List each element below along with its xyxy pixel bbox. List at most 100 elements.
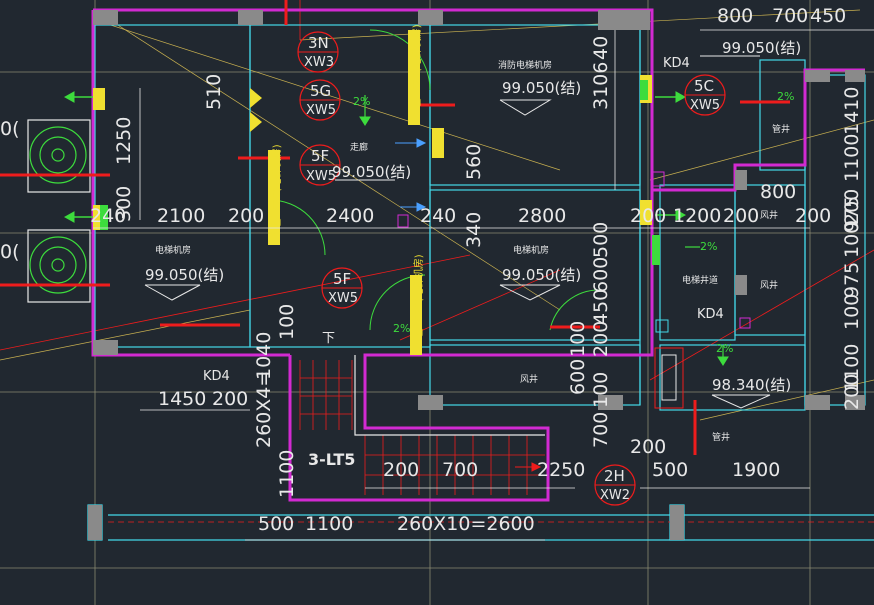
top-dim-450: 450: [810, 5, 846, 27]
vdim-100-b: 100: [590, 372, 612, 408]
hdim-200-c: 200: [723, 205, 759, 227]
vdim-560: 560: [463, 144, 485, 180]
airflow-arrows: [63, 91, 729, 366]
vdim-100-c: 100: [276, 304, 298, 340]
top-dim-800: 800: [717, 5, 753, 27]
tag-5f-top: 5F: [311, 147, 329, 165]
hdim-2800: 2800: [518, 205, 566, 227]
tag-5f-bottom: XW5: [306, 169, 336, 184]
tag-5f2-bottom: XW5: [328, 291, 358, 306]
door-label-3: FM乙1020(电梯机房): [412, 254, 425, 352]
vdim-200-a: 200: [590, 321, 612, 357]
hdim-800: 800: [760, 181, 796, 203]
shaft-right-1: 风井: [760, 209, 778, 221]
hdim-1900: 1900: [732, 459, 780, 481]
hdim-1200: 1200: [673, 205, 721, 227]
red-diagonals: [0, 0, 874, 381]
room-elevator-right-name: 电梯机房: [513, 244, 549, 256]
vdim-975-b: 975: [841, 262, 863, 298]
tag-5c-bottom: XW5: [690, 98, 720, 113]
kd4-right: KD4: [697, 307, 724, 322]
vdim-1100-stair: 1100: [276, 450, 298, 498]
vdim-3106: 3106: [590, 62, 612, 110]
left-label-2: 0(: [0, 241, 20, 263]
tag-5c-top: 5C: [694, 77, 714, 95]
door-label-blocks: [268, 30, 422, 355]
fan-units: [27, 119, 91, 303]
hdim-200-f: 200: [383, 459, 419, 481]
green-fill-markers: [100, 80, 660, 265]
tag-2h-bottom: XW2: [600, 488, 630, 503]
tag-5g-top: 5G: [310, 82, 331, 100]
vdim-600-b: 600: [567, 359, 589, 395]
vdim-40: 40: [590, 36, 612, 60]
pipe-well-2: 管井: [712, 431, 730, 443]
tag-3n-bottom: XW3: [304, 55, 334, 70]
kd4-left: KD4: [203, 369, 230, 384]
vdim-200-c: 200: [841, 374, 863, 410]
equipment-boxes: [397, 171, 751, 409]
vdim-700: 700: [590, 412, 612, 448]
hdim-200-e: 200: [212, 388, 248, 410]
vdim-1100-b: 1100: [841, 344, 863, 392]
kd4-top: KD4: [663, 56, 690, 71]
vdim-450: 450: [590, 289, 612, 325]
slope-5: 2%: [716, 342, 733, 355]
vdim-300: 300: [113, 186, 135, 222]
tag-dividers: [298, 51, 725, 486]
vdim-100-d: 100: [841, 222, 863, 258]
tag-5g-bottom: XW5: [306, 103, 336, 118]
left-label-1: 0(: [0, 118, 20, 140]
vdim-1040: 1040: [253, 332, 275, 380]
hdim-200-b: 200: [630, 205, 666, 227]
stair-label: 3-LT5: [308, 450, 355, 469]
hdim-200-a: 200: [228, 205, 264, 227]
slope-4: 2%: [777, 90, 794, 103]
vdim-1250: 1250: [113, 117, 135, 165]
hdim-240-a: 240: [90, 205, 126, 227]
vdim-100-e: 100: [841, 294, 863, 330]
hdim-stair-run: 260X10=2600: [397, 513, 535, 535]
room-fire-elevator-level: 99.050(结): [502, 79, 581, 97]
room-elevator-left-name: 电梯机房: [155, 244, 191, 256]
shaft-left: 风井: [520, 373, 538, 385]
vdim-975-a: 975: [841, 196, 863, 232]
right-level: 98.340(结): [712, 376, 791, 394]
room-elevator-left-level: 99.050(结): [145, 266, 224, 284]
blue-arrows: [395, 138, 427, 212]
hdim-2400: 2400: [326, 205, 374, 227]
shaft-right-2: 风井: [760, 279, 778, 291]
vdim-500: 500: [590, 222, 612, 258]
vdim-1410: 1410: [841, 87, 863, 135]
slope-2: 2%: [393, 322, 410, 335]
vdim-510: 510: [203, 74, 225, 110]
stair-guard: [354, 355, 545, 436]
vdim-1100-a: 1100: [841, 134, 863, 182]
slope-3: 2%: [700, 240, 717, 253]
hdim-200-d: 200: [795, 205, 831, 227]
pipe-well: 管井: [772, 123, 790, 135]
top-dim-700: 700: [772, 5, 808, 27]
tag-2h-top: 2H: [604, 467, 625, 485]
door-label-2: FM乙1020(电梯机房): [270, 144, 283, 242]
vdim-200-b: 200: [841, 189, 863, 225]
hdim-200-g: 200: [630, 436, 666, 458]
vdim-260x4: 260X4=: [253, 371, 275, 448]
hdim-2250: 2250: [537, 459, 585, 481]
vdim-340: 340: [463, 212, 485, 248]
hdim-1450: 1450: [158, 388, 206, 410]
room-fire-elevator-name: 消防电梯机房: [498, 59, 552, 71]
elevator-shaft: 电梯井道: [682, 274, 718, 286]
stair-treads: [299, 360, 545, 495]
room-elevator-right-level: 99.050(结): [502, 266, 581, 284]
hdim-2100: 2100: [157, 205, 205, 227]
columns: [88, 10, 865, 540]
hdim-500-a: 500: [652, 459, 688, 481]
down-label: 下: [322, 331, 335, 346]
dimension-lines: [93, 29, 874, 541]
door-label-1: FM乙1020(电梯机房): [410, 24, 423, 122]
vdim-600-a: 600: [590, 257, 612, 293]
hdim-1100: 1100: [305, 513, 353, 535]
hdim-700: 700: [442, 459, 478, 481]
